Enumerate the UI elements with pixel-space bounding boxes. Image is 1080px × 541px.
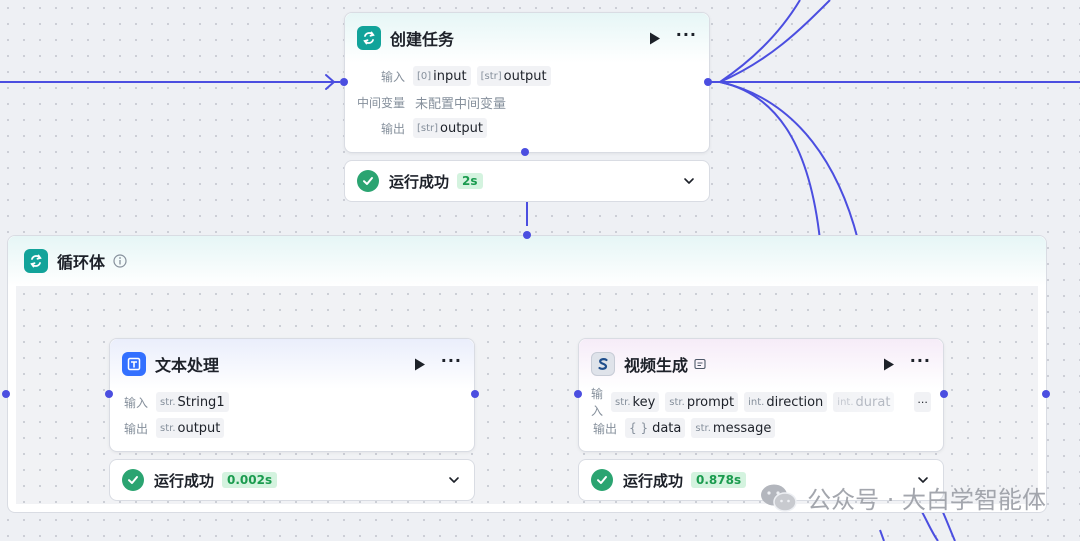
- check-circle-icon: [357, 170, 379, 192]
- video-gen-out-port[interactable]: [940, 390, 948, 398]
- loop-in-port[interactable]: [2, 390, 10, 398]
- more-inputs-button[interactable]: ···: [914, 392, 931, 412]
- check-circle-icon: [122, 469, 144, 491]
- text-proc-in-port[interactable]: [105, 390, 113, 398]
- output-label: 输出: [592, 421, 617, 436]
- video-gen-run-button[interactable]: [882, 357, 896, 371]
- create-task-output-row: 输出 [str]output: [357, 115, 697, 141]
- loop-top-port[interactable]: [523, 231, 531, 239]
- loop-icon: [357, 26, 381, 50]
- plugin-s-icon: [591, 352, 615, 376]
- check-circle-icon: [591, 469, 613, 491]
- mid-label: 中间变量: [357, 95, 406, 110]
- output-chip-output: str.output: [156, 418, 225, 438]
- loop-header: 循环体: [8, 236, 1046, 286]
- play-icon: [883, 358, 894, 370]
- video-gen-title: 视频生成: [624, 356, 689, 375]
- video-gen-node[interactable]: 视频生成 ··· 输入 str.key str.prompt int.direc…: [578, 338, 944, 452]
- output-chip-output: [str]output: [413, 118, 487, 138]
- create-task-title: 创建任务: [390, 30, 455, 49]
- play-icon: [649, 32, 660, 44]
- wire-branch-down-2: [719, 81, 859, 241]
- loop-out-port[interactable]: [1042, 390, 1050, 398]
- create-task-mid-row: 中间变量 未配置中间变量: [357, 89, 697, 115]
- loop-title: 循环体: [57, 253, 106, 272]
- input-chip-output: [str]output: [476, 66, 551, 86]
- chevron-down-icon[interactable]: [448, 474, 460, 486]
- status-text: 运行成功: [623, 471, 684, 490]
- input-label: 输入: [123, 395, 148, 410]
- input-chip-prompt: str.prompt: [665, 392, 739, 412]
- watermark: 公众号 · 大白学智能体: [759, 480, 1046, 515]
- create-task-more-button[interactable]: ···: [675, 25, 697, 44]
- text-proc-node[interactable]: 文本处理 ··· 输入 str.String1 输出 str.output: [109, 338, 475, 452]
- input-label: 输入: [380, 69, 405, 84]
- video-gen-output-row: 输出 { }data str.message: [591, 415, 931, 441]
- text-proc-more-button[interactable]: ···: [440, 351, 462, 370]
- input-label: 输入: [591, 387, 604, 418]
- input-chip-string1: str.String1: [156, 392, 229, 412]
- arrow-create-task: [325, 74, 335, 90]
- input-chip-input: [0]input: [413, 66, 471, 86]
- video-gen-more-button[interactable]: ···: [909, 351, 931, 370]
- create-task-in-port[interactable]: [340, 78, 348, 86]
- text-proc-run-button[interactable]: [413, 357, 427, 371]
- wechat-icon: [761, 484, 797, 512]
- create-task-header: 创建任务 ···: [345, 13, 709, 63]
- video-gen-input-row: 输入 str.key str.prompt int.direction int.…: [591, 387, 931, 418]
- text-proc-out-port[interactable]: [471, 390, 479, 398]
- create-task-bottom-port[interactable]: [521, 148, 529, 156]
- chevron-down-icon[interactable]: [917, 474, 929, 486]
- output-chip-data: { }data: [625, 418, 686, 438]
- wire-branch-up-1: [719, 0, 831, 83]
- watermark-text: 公众号 · 大白学智能体: [807, 486, 1046, 514]
- input-chip-direction: int.direction: [744, 392, 828, 412]
- text-icon: [122, 352, 146, 376]
- text-proc-status[interactable]: 运行成功 0.002s: [109, 459, 475, 501]
- wire-bottom-3: [879, 529, 885, 541]
- create-task-run-button[interactable]: [648, 31, 662, 45]
- wire-branch-down-1: [719, 81, 821, 241]
- plugin-badge-icon: [694, 358, 706, 370]
- text-proc-input-row: 输入 str.String1: [122, 389, 462, 415]
- info-icon[interactable]: [113, 254, 127, 268]
- input-chip-key: str.key: [611, 392, 660, 412]
- output-label: 输出: [123, 421, 148, 436]
- input-chip-durat: int.durat: [833, 392, 895, 412]
- time-badge: 0.878s: [691, 472, 747, 488]
- create-task-input-row: 输入 [0]input [str]output: [357, 63, 697, 89]
- video-gen-in-port[interactable]: [574, 390, 582, 398]
- video-gen-status[interactable]: 运行成功 0.878s: [578, 459, 944, 501]
- output-chip-message: str.message: [691, 418, 776, 438]
- mid-value: 未配置中间变量: [415, 96, 507, 112]
- status-text: 运行成功: [389, 172, 450, 191]
- wire-branch-up-2: [719, 0, 801, 83]
- create-task-node[interactable]: 创建任务 ··· 输入 [0]input [str]output 中间变量 未配…: [344, 12, 710, 153]
- status-text: 运行成功: [154, 471, 215, 490]
- time-badge: 2s: [457, 173, 483, 189]
- loop-icon: [24, 249, 48, 273]
- text-proc-title: 文本处理: [155, 356, 220, 375]
- create-task-out-port[interactable]: [704, 78, 712, 86]
- time-badge: 0.002s: [222, 472, 278, 488]
- play-icon: [414, 358, 425, 370]
- output-label: 输出: [380, 121, 405, 136]
- text-proc-header: 文本处理 ···: [110, 339, 474, 389]
- text-proc-output-row: 输出 str.output: [122, 415, 462, 441]
- video-gen-header: 视频生成 ···: [579, 339, 943, 389]
- chevron-down-icon[interactable]: [683, 175, 695, 187]
- create-task-status[interactable]: 运行成功 2s: [344, 160, 710, 202]
